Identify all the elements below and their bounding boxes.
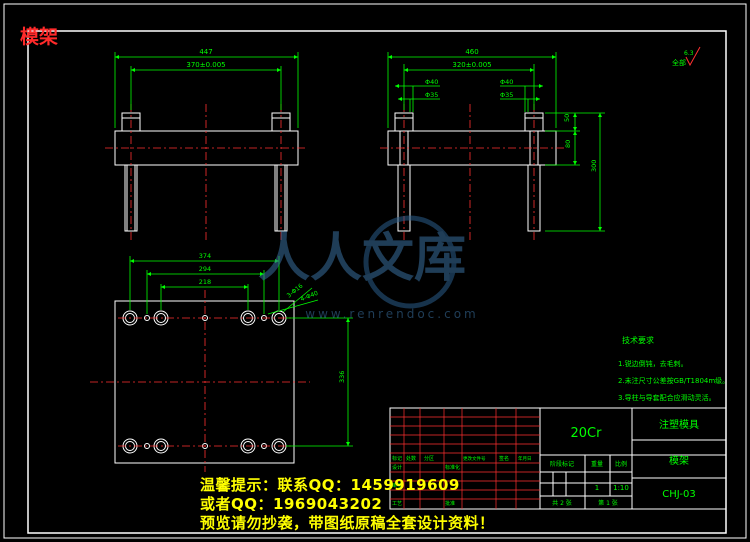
roughness-value: 6.3 <box>684 50 694 57</box>
plan-dim-w3: 218 <box>199 278 211 286</box>
drawing-title: 模架 <box>20 26 59 48</box>
front-view <box>114 112 299 232</box>
front-dimensions <box>114 52 299 128</box>
roughness-symbol <box>685 46 701 67</box>
front-dim-overall: 447 <box>199 48 212 56</box>
side-dim-pitch: 320±0.005 <box>452 61 491 69</box>
plan-dim-height: 336 <box>338 371 346 383</box>
tb-material: 20Cr <box>571 426 603 441</box>
plan-note-holes2: 4-Φ40 <box>300 290 320 303</box>
side-dim-top: 50 <box>563 114 571 122</box>
tb-sheets-total: 共 2 张 <box>552 499 572 507</box>
tb-drawing-no: CHJ-03 <box>662 489 695 500</box>
tb-hdr-1: 标记 <box>392 455 402 462</box>
front-centerlines <box>105 104 308 240</box>
promo-line-3: 预览请勿抄袭，带图纸原稿全套设计资料！ <box>200 514 495 532</box>
tb-sheet-no: 第 1 张 <box>598 499 618 507</box>
plan-dim-w2: 294 <box>199 265 211 273</box>
tb-quantity: 1 <box>595 484 599 492</box>
tech-req-item-2: 2.未注尺寸公差按GB/T1804m级。 <box>618 376 729 385</box>
tb-hdr-6: 年月日 <box>518 455 532 462</box>
tb-hdr-4: 更改文件号 <box>463 455 486 462</box>
tb-scale: 1:10 <box>613 484 629 492</box>
outer-frame <box>3 3 747 539</box>
tb-role-5: 批准 <box>445 500 455 507</box>
roughness-label: 全部 <box>672 58 686 67</box>
watermark-ring <box>363 215 457 309</box>
side-dim-mid: 80 <box>564 140 572 148</box>
side-view <box>387 112 557 232</box>
tb-weight-label: 重量 <box>591 460 603 468</box>
plan-small-hole-1 <box>144 315 150 321</box>
tb-part-name: 模架 <box>669 455 689 467</box>
plan-small-hole-4 <box>144 443 150 449</box>
inner-frame <box>27 30 727 534</box>
promo-line-1: 温馨提示：联系QQ：1459919609 <box>200 476 460 494</box>
side-dim-total: 300 <box>590 160 598 172</box>
plan-dim-w1: 374 <box>199 252 211 260</box>
tech-req-item-1: 1.锐边倒钝，去毛刺。 <box>618 359 688 368</box>
front-dim-pitch: 370±0.005 <box>186 61 225 69</box>
tb-scale-label: 比例 <box>615 460 627 468</box>
tb-hdr-2: 处数 <box>406 455 416 462</box>
watermark-url: www.renrendoc.com <box>305 307 478 321</box>
side-dimensions <box>387 52 605 232</box>
tb-role-3: 审核 <box>392 482 402 489</box>
promo-line-2: 或者QQ：1969043202 <box>200 495 383 513</box>
tb-stage-label: 阶段标记 <box>550 460 574 468</box>
side-dia-inner-right: Φ35 <box>500 91 513 99</box>
title-block <box>389 407 727 510</box>
side-centerlines <box>380 104 566 240</box>
watermark: 人人文库 www.renrendoc.com <box>258 215 478 321</box>
side-dia-inner-left: Φ35 <box>425 91 438 99</box>
title-block-grid <box>390 408 540 509</box>
side-dia-outer-left: Φ40 <box>425 78 438 86</box>
tb-role-2: 标准化 <box>445 464 460 471</box>
plan-centerlines <box>90 290 310 472</box>
tb-company: 注塑模具 <box>659 418 699 431</box>
watermark-brand: 人人文库 <box>258 229 466 289</box>
side-dim-overall: 460 <box>465 48 478 56</box>
tb-role-1: 设计 <box>392 464 402 471</box>
tb-hdr-3: 分区 <box>424 455 434 462</box>
tb-role-4: 工艺 <box>392 501 402 507</box>
tb-hdr-5: 签名 <box>499 455 509 462</box>
title-block-labels: 标记 处数 分区 更改文件号 签名 年月日 设计 标准化 审核 工艺 批准 <box>392 455 532 507</box>
tech-req-heading: 技术要求 <box>622 335 654 345</box>
tech-req-item-3: 3.导柱与导套配合应滑动灵活。 <box>618 393 716 402</box>
plan-dimensions <box>129 256 353 447</box>
side-dia-outer-right: Φ40 <box>500 78 513 86</box>
